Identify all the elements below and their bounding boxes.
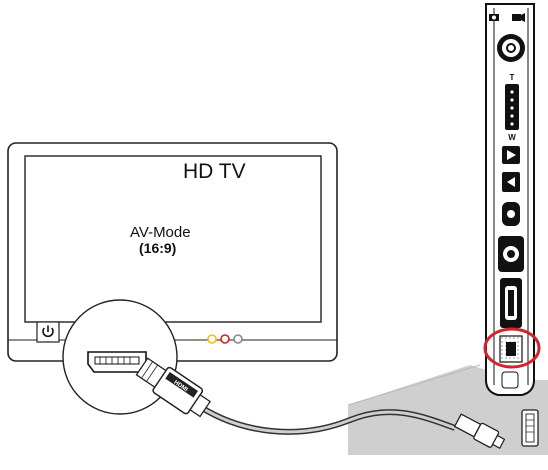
playback-icon — [507, 150, 516, 160]
hdmi-port-highlight — [483, 327, 541, 369]
delete-icon — [507, 177, 515, 187]
mode-dial — [497, 34, 525, 62]
zoom-rocker: T W — [505, 73, 519, 142]
playback-button — [502, 146, 520, 164]
video-icon — [512, 13, 525, 22]
svg-text:T: T — [510, 73, 515, 82]
tv-mode-label: AV-Mode — [130, 224, 191, 241]
mini-hdmi-plug — [453, 413, 506, 449]
hdmi-cable — [191, 399, 457, 435]
delete-button — [502, 172, 520, 192]
camcorder-hdmi-port — [499, 335, 523, 363]
tv-title: HD TV — [183, 160, 246, 183]
tv-power-button — [36, 321, 60, 343]
ok-button — [498, 236, 524, 272]
tv-mode-ratio: (16:9) — [139, 240, 177, 256]
av-jack-red — [220, 334, 230, 344]
port-panel — [500, 278, 522, 328]
av-jack-white — [233, 334, 243, 344]
svg-text:W: W — [508, 133, 516, 142]
av-jack-yellow — [207, 334, 217, 344]
av-jacks — [207, 334, 243, 344]
hdmi-port-magnifier — [62, 299, 178, 415]
camcorder: T W — [483, 3, 541, 396]
mini-hdmi-port — [521, 409, 539, 447]
camera-icon — [489, 14, 499, 21]
tv-hdmi-port — [87, 351, 147, 373]
info-button — [502, 202, 520, 226]
power-icon — [42, 325, 54, 338]
hdmi-plug-large: HDMI — [135, 357, 212, 418]
info-icon — [507, 210, 515, 218]
